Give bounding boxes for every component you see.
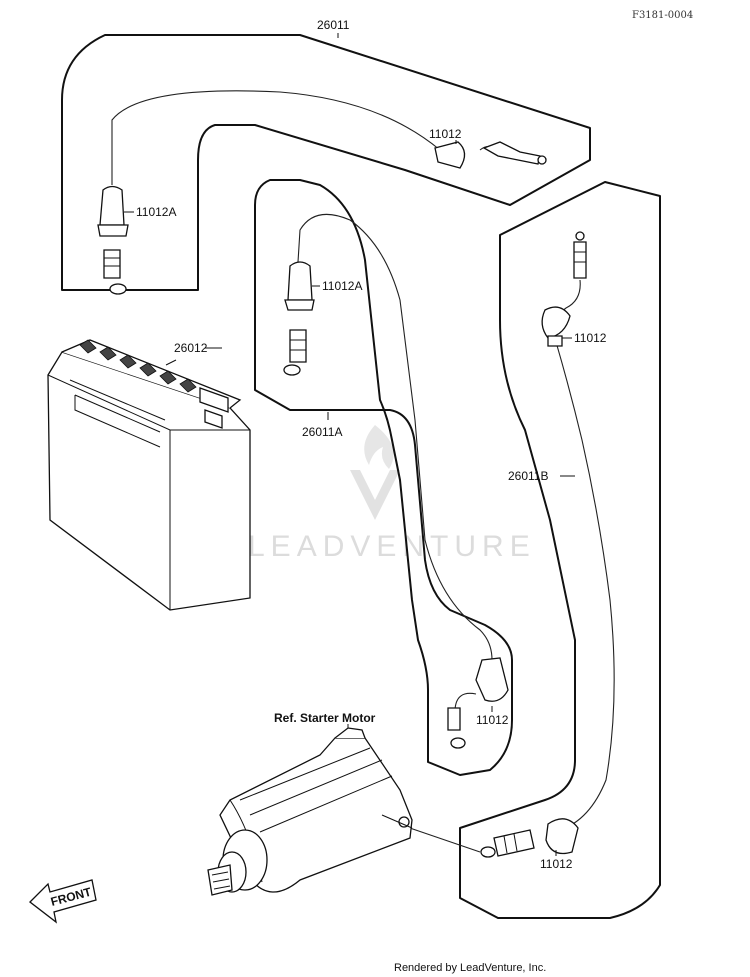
credit-text: Rendered by LeadVenture, Inc. <box>394 962 546 974</box>
battery-26012[interactable] <box>47 339 251 611</box>
watermark: LEADVENTURE <box>248 425 536 563</box>
label-starter-ref: Ref. Starter Motor <box>274 711 376 725</box>
label-11012a-top: 11012A <box>136 205 176 219</box>
label-11012-top: 11012 <box>429 127 462 141</box>
label-26011: 26011 <box>317 18 350 32</box>
cable-26011a[interactable] <box>254 179 513 776</box>
label-11012-right-upper: 11012 <box>574 331 607 345</box>
starter-motor[interactable] <box>207 727 413 896</box>
leader-lines <box>124 33 575 856</box>
label-26011b: 26011B <box>508 469 548 483</box>
label-11012-right-lower: 11012 <box>540 857 573 871</box>
cable-26011b[interactable] <box>403 181 661 919</box>
label-26011a: 26011A <box>302 425 342 439</box>
label-11012-lower-mid: 11012 <box>476 713 509 727</box>
label-26012: 26012 <box>174 341 208 355</box>
front-arrow: FRONT <box>29 879 97 924</box>
figure-code: F3181-0004 <box>632 10 693 21</box>
label-11012a-mid: 11012A <box>322 279 362 293</box>
watermark-text: LEADVENTURE <box>248 530 536 563</box>
cable-26011[interactable] <box>61 34 591 295</box>
